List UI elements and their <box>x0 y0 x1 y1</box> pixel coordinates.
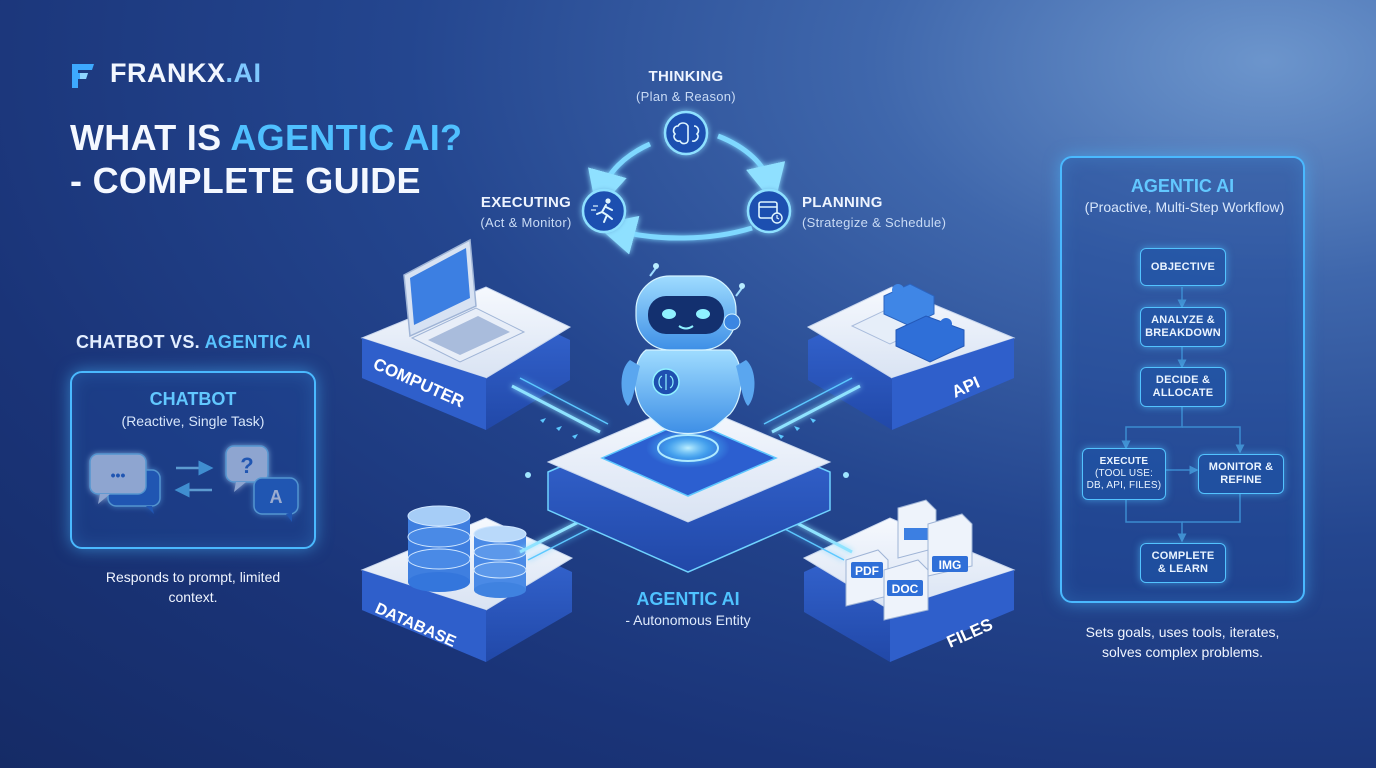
pdf-file-label: PDF <box>855 564 879 578</box>
question-mark: ? <box>240 453 253 478</box>
comparison-heading-prefix: CHATBOT VS. <box>76 332 205 352</box>
step-monitor-label: MONITOR & REFINE <box>1208 461 1274 486</box>
title-prefix: WHAT IS <box>70 117 231 158</box>
laptop-icon <box>403 238 526 363</box>
center-subtitle: - Autonomous Entity <box>625 612 751 628</box>
chatbot-caption: Responds to prompt, limited context. <box>70 567 316 607</box>
calendar-icon <box>746 188 792 234</box>
thinking-label: THINKING (Plan & Reason) <box>606 68 766 104</box>
brand-name-main: FRANKX <box>110 58 226 88</box>
planning-label: PLANNING (Strategize & Schedule) <box>802 194 952 230</box>
connector-lines <box>316 472 1060 478</box>
workflow-subtitle: (Proactive, Multi-Step Workflow) <box>1084 199 1285 215</box>
workflow-caption-line-1: Sets goals, uses tools, iterates, <box>1085 624 1280 640</box>
step-execute: EXECUTE (TOOL USE: DB, API, FILES) <box>1082 448 1166 500</box>
step-execute-detail-1: (TOOL USE: <box>1094 468 1154 479</box>
step-execute-label: EXECUTE <box>1099 456 1149 467</box>
planning-subtitle: (Strategize & Schedule) <box>802 215 947 230</box>
document-icon: PDF IMG DOC <box>845 499 973 621</box>
step-objective: OBJECTIVE <box>1140 248 1226 286</box>
question-answer-icon: ? A <box>225 445 299 522</box>
chatbot-subtitle: (Reactive, Single Task) <box>121 413 265 429</box>
chatbot-caption-line-1: Responds to prompt, limited <box>105 569 281 585</box>
executing-subtitle: (Act & Monitor) <box>480 215 572 230</box>
chatbot-caption-line-2: context. <box>168 589 218 605</box>
executing-title: EXECUTING <box>480 194 572 211</box>
runner-icon <box>581 188 627 234</box>
step-decide-label: DECIDE & ALLOCATE <box>1152 374 1214 399</box>
brand: FRANKX.AI <box>110 58 262 89</box>
title-line-1: WHAT IS AGENTIC AI? <box>70 116 462 159</box>
comparison-heading-accent: AGENTIC AI <box>204 332 311 352</box>
workflow-caption-line-2: solves complex problems. <box>1101 644 1264 660</box>
page-title: WHAT IS AGENTIC AI? - COMPLETE GUIDE <box>70 116 462 202</box>
doc-file-label: DOC <box>892 582 919 596</box>
answer-letter: A <box>270 487 283 507</box>
step-analyze: ANALYZE & BREAKDOWN <box>1140 307 1226 347</box>
step-monitor: MONITOR & REFINE <box>1198 454 1284 494</box>
chatbot-panel: CHATBOT (Reactive, Single Task) <box>70 371 316 549</box>
center-title: AGENTIC AI <box>636 589 740 609</box>
central-hub-platform <box>546 401 832 573</box>
step-objective-label: OBJECTIVE <box>1150 260 1216 273</box>
database-icon <box>407 505 527 598</box>
workflow-caption: Sets goals, uses tools, iterates, solves… <box>1060 622 1305 662</box>
chat-bubble-icon: ••• <box>89 453 161 514</box>
img-file-label: IMG <box>939 558 962 572</box>
thinking-subtitle: (Plan & Reason) <box>636 89 736 104</box>
process-cycle <box>588 133 786 255</box>
robot-icon <box>621 263 755 435</box>
workflow-arrows <box>1121 287 1245 543</box>
executing-label: EXECUTING (Act & Monitor) <box>466 194 586 230</box>
planning-title: PLANNING <box>802 194 883 211</box>
brand-name-suffix: .AI <box>225 58 262 88</box>
thinking-title: THINKING <box>648 68 724 85</box>
exchange-arrows-icon <box>174 460 214 498</box>
step-analyze-label: ANALYZE & BREAKDOWN <box>1145 314 1221 339</box>
brand-logo-icon <box>72 64 94 88</box>
comparison-heading: CHATBOT VS. AGENTIC AI <box>76 332 311 353</box>
puzzle-icon <box>850 283 965 363</box>
brain-icon <box>663 110 709 156</box>
chat-dots: ••• <box>111 467 126 483</box>
step-complete-label: COMPLETE & LEARN <box>1151 550 1215 575</box>
step-execute-detail-2: DB, API, FILES) <box>1086 480 1162 491</box>
workflow-title: AGENTIC AI <box>1130 176 1235 196</box>
title-accent: AGENTIC AI? <box>230 117 463 158</box>
title-line-2: - COMPLETE GUIDE <box>70 160 421 201</box>
step-decide: DECIDE & ALLOCATE <box>1140 367 1226 407</box>
brand-name: FRANKX.AI <box>110 58 262 89</box>
chatbot-title: CHATBOT <box>149 389 237 409</box>
step-complete: COMPLETE & LEARN <box>1140 543 1226 583</box>
